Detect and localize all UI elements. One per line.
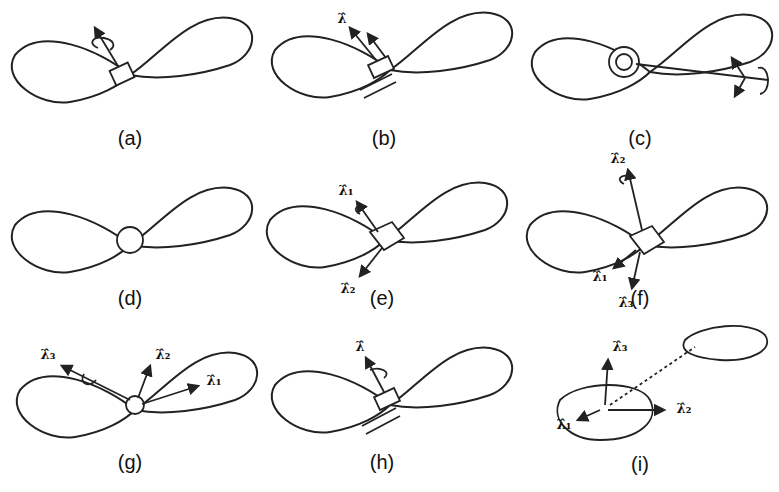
panel-label: (g) (118, 451, 142, 474)
axis-label: λ̂₂ (611, 151, 626, 166)
panel-label: (d) (118, 287, 142, 310)
axis-label: λ̂₃ (613, 339, 628, 354)
axis-label: λ̂₂ (677, 401, 692, 416)
axis-label: λ̂₂ (156, 347, 171, 362)
panel-label: (c) (628, 127, 651, 150)
panel-label: (f) (631, 287, 650, 310)
panel-label: (e) (370, 287, 394, 310)
axis-label: λ̂₁ (207, 373, 222, 388)
axis-label: λ̂₂ (341, 281, 356, 296)
axis-label: λ̂₁ (593, 269, 608, 284)
panel-label: (b) (372, 127, 396, 150)
panel-label: (a) (118, 127, 142, 150)
axis-label: λ̂ (355, 339, 364, 354)
axis-label: λ̂₁ (339, 183, 354, 198)
axis-label: λ̂₁ (557, 417, 572, 432)
axis-label: λ̂₃ (41, 347, 56, 362)
axis-label: λ̂ (337, 11, 346, 26)
panel-label: (h) (370, 451, 394, 474)
panel-label: (i) (631, 453, 649, 476)
